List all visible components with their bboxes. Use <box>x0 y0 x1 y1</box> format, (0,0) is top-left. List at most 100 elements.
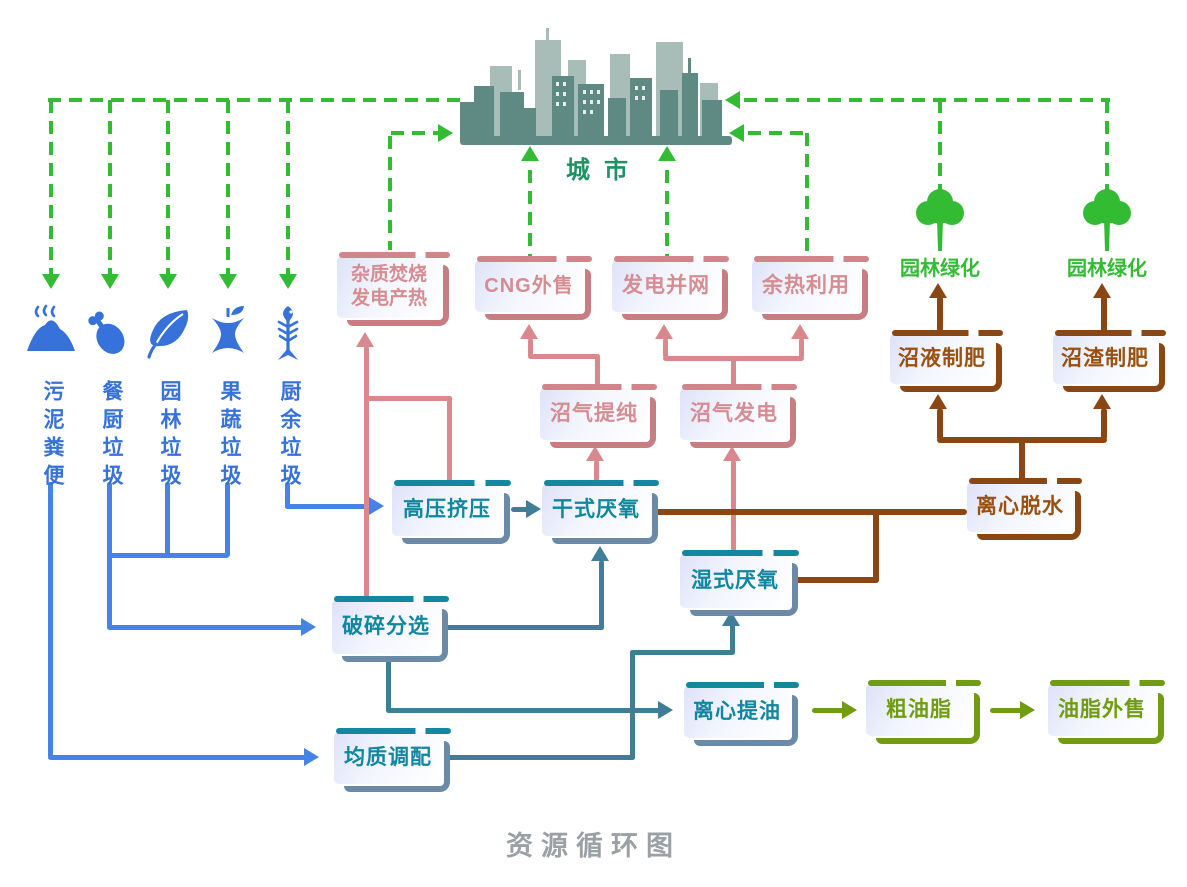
apple-core-icon <box>212 306 244 353</box>
fishbone-icon <box>277 306 299 360</box>
arrow-liquidfert-greening <box>929 283 947 298</box>
edge-city-to-kitchen-line <box>108 100 112 276</box>
node-liquid-fertilizer: 沼液制肥 <box>890 330 1003 392</box>
waste-label-kitchen: 餐厨垃圾 <box>100 380 123 492</box>
edge-squeeze-to-impurity-line <box>364 396 452 401</box>
arrow-into-crude <box>842 701 857 719</box>
arrow-into-purify <box>586 446 604 461</box>
arrow-to-fruitveg <box>219 274 237 289</box>
edge-liquidfert-to-greening-line <box>937 296 943 332</box>
node-centrifugal-oil-extraction: 离心提油 <box>684 682 799 746</box>
edge-food-to-squeeze-line <box>285 482 290 509</box>
edge-dry-to-purify-line <box>594 460 599 482</box>
waste-label-sludge: 污泥粪便 <box>41 380 64 492</box>
edge-city-to-garden-line <box>166 100 170 276</box>
node-wet-anaerobic: 湿式厌氧 <box>680 550 799 616</box>
node-dry-anaerobic: 干式厌氧 <box>542 480 659 544</box>
edge-crushing-to-oilextract-line2 <box>386 708 660 713</box>
node-cng-sale: CNG外售 <box>475 256 592 320</box>
edge-merge-line <box>107 553 229 558</box>
edge-homogenization-to-wet-line <box>446 755 635 760</box>
edge-impurity-to-city-line2 <box>391 131 438 135</box>
arrow-greening-to-city <box>725 91 740 109</box>
edge-city-to-sludge-line <box>49 100 53 276</box>
edge-cng-to-city-line <box>528 170 532 258</box>
edge-bpower-to-grid-line <box>663 338 668 358</box>
node-high-pressure-squeeze: 高压挤压 <box>392 480 511 544</box>
waste-label-fruitveg: 果蔬垃圾 <box>218 380 241 492</box>
city-skyline-icon <box>460 28 732 145</box>
arrow-residuefert-greening <box>1093 283 1111 298</box>
arrow-into-bpower <box>723 446 741 461</box>
edge-greening-left-line <box>938 100 942 190</box>
edge-city-to-wastes-line <box>48 98 462 102</box>
edge-wet-to-dewatering-line <box>795 577 879 583</box>
edge-bpower-split-line2 <box>663 356 804 361</box>
arrow-into-homogenization <box>304 748 319 766</box>
arrow-heat-to-city <box>729 124 744 142</box>
edge-wet-to-dewatering-line2 <box>873 512 879 583</box>
node-crude-oil: 粗油脂 <box>866 680 981 744</box>
edge-fruitveg-to-crushing-line <box>225 482 230 557</box>
greening-label-right: 园林绿化 <box>1067 258 1147 280</box>
greening-label-left: 园林绿化 <box>900 258 980 280</box>
node-biogas-purification: 沼气提纯 <box>540 384 657 448</box>
edge-purify-to-cng-line2 <box>528 354 600 359</box>
edge-homogenization-to-wet-line4 <box>730 624 735 654</box>
node-oil-sale: 油脂外售 <box>1048 680 1165 744</box>
node-residue-fertilizer: 沼渣制肥 <box>1053 330 1166 392</box>
edge-to-residuefert-line <box>1101 408 1107 440</box>
arrow-into-oilextract <box>658 701 673 719</box>
tree-icon <box>1083 189 1131 251</box>
edge-crude-to-sale-line <box>990 708 1022 713</box>
edge-residuefert-to-greening-line <box>1101 296 1107 332</box>
edge-sludge-to-homogenization-line <box>48 482 53 758</box>
diagram-title: 资源循环图 <box>506 831 681 861</box>
edge-impurity-to-city-line <box>388 136 392 250</box>
arrow-squeeze-to-dry <box>526 500 541 518</box>
node-power-grid: 发电并网 <box>612 256 729 320</box>
edge-homogenization-to-wet-line2 <box>630 650 635 760</box>
waste-label-food: 厨余垃圾 <box>278 380 301 492</box>
node-homogenization: 均质调配 <box>334 728 451 792</box>
arrow-into-dry <box>591 546 609 561</box>
arrow-into-heat <box>791 324 809 339</box>
arrow-into-grid <box>655 324 673 339</box>
edge-to-liquidfert-line <box>937 408 943 440</box>
arrow-into-oilsale <box>1020 701 1035 719</box>
edge-greening-right-line <box>1105 100 1109 190</box>
edge-sludge-to-homogenization-line2 <box>48 755 306 760</box>
arrow-to-garden <box>159 274 177 289</box>
edge-heat-to-city-line <box>748 131 806 135</box>
leaf-icon <box>147 310 189 359</box>
arrow-to-food <box>279 274 297 289</box>
edge-wet-to-bpower-line <box>731 460 736 552</box>
edge-crushing-to-dry-line2 <box>599 560 604 630</box>
node-centrifugal-dewatering: 离心脱水 <box>967 478 1082 540</box>
edge-merge-to-crushing-line <box>107 625 303 630</box>
edge-squeeze-to-dry-line <box>511 507 528 512</box>
node-impurity-incineration: 杂质焚烧 发电产热 <box>337 252 450 326</box>
node-biogas-power: 沼气发电 <box>680 384 797 448</box>
arrow-grid-to-city <box>658 146 676 161</box>
edge-city-to-food-line <box>286 100 290 276</box>
edge-dry-to-dewatering-line <box>652 509 967 515</box>
city-label: 城市 <box>566 157 642 184</box>
edge-bpower-to-heat-line <box>799 338 804 358</box>
tree-icon <box>916 189 964 251</box>
edge-city-to-fruitveg-line <box>226 100 230 276</box>
sludge-pile-icon <box>27 304 75 351</box>
edge-crushing-to-oilextract-line <box>386 660 391 712</box>
arrow-into-residuefert <box>1093 394 1111 409</box>
arrow-to-kitchen <box>101 274 119 289</box>
edge-purify-to-cng-line3 <box>528 338 533 358</box>
edge-homogenization-to-wet-line3 <box>630 650 735 655</box>
edge-dewatering-split-line2 <box>937 437 1107 443</box>
arrow-to-sludge <box>42 274 60 289</box>
arrow-into-impurity <box>356 332 374 347</box>
edge-grid-to-city-line <box>665 170 669 258</box>
node-crushing-sorting: 破碎分选 <box>332 596 449 662</box>
edge-greening-to-city-line <box>744 98 1110 102</box>
waste-label-garden: 园林垃圾 <box>158 380 181 492</box>
edge-bpower-split-line <box>731 358 736 388</box>
